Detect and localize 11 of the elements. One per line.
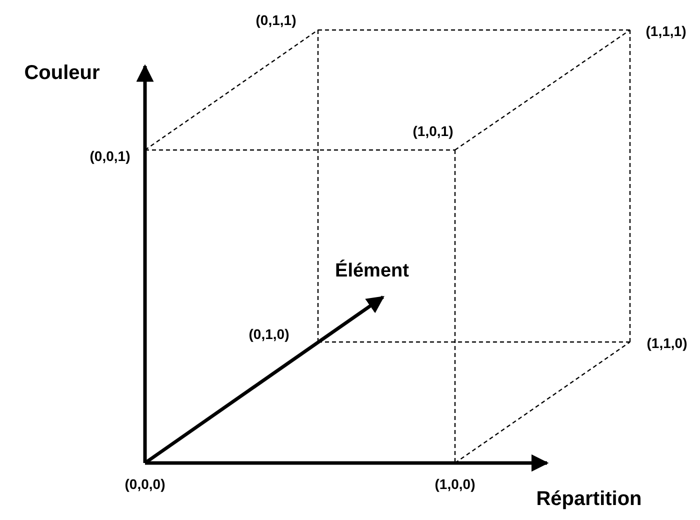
- coordinate-label: (0,1,0): [248, 327, 290, 341]
- coordinate-label: (1,0,1): [412, 124, 454, 138]
- coordinate-label: (1,1,0): [646, 336, 688, 350]
- coordinate-label: (0,0,1): [90, 149, 130, 163]
- axis-title: Couleur: [24, 63, 100, 83]
- axis-title: Répartition: [536, 489, 642, 509]
- coordinate-label: (0,1,1): [256, 13, 296, 27]
- coordinate-label: (0,0,0): [124, 477, 166, 491]
- coordinate-label: (1,0,0): [434, 477, 476, 491]
- coordinate-label: (1,1,1): [646, 24, 686, 38]
- axis-title: Élément: [335, 262, 409, 280]
